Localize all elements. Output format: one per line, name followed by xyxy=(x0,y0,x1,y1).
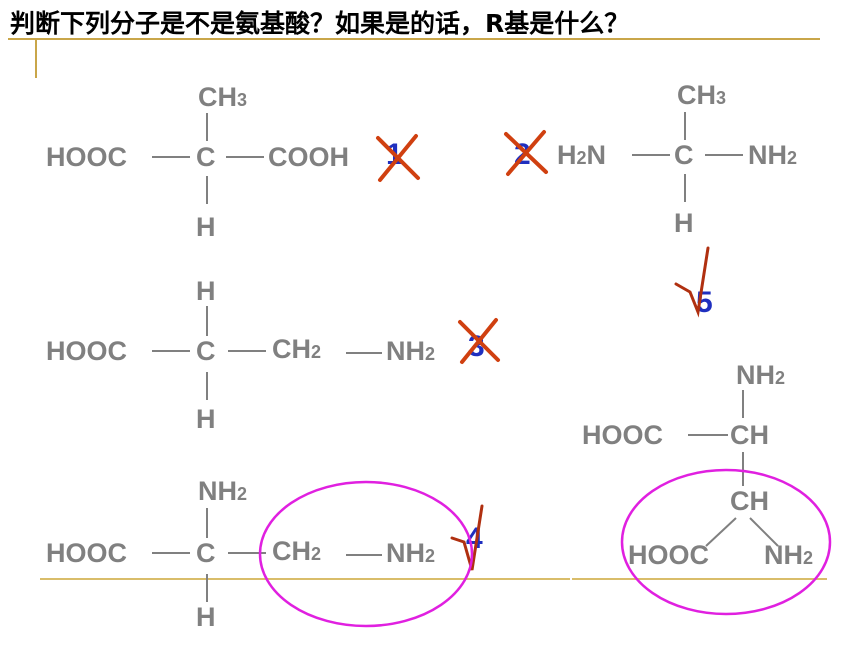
m2-bond-right xyxy=(705,154,743,156)
m3-bond-bottom xyxy=(206,372,208,400)
bottom-rule-right xyxy=(572,578,827,580)
m2-top: CH3 xyxy=(677,80,727,110)
m2-cross-icon xyxy=(504,130,548,176)
m1-bond-left xyxy=(152,156,190,158)
m1-center: C xyxy=(196,142,216,172)
m4-top: NH2 xyxy=(198,476,248,506)
m2-bond-bottom xyxy=(684,174,686,202)
question-title: 判断下列分子是不是氨基酸？如果是的话，R基是什么？ xyxy=(10,9,630,38)
m3-bond-right xyxy=(228,350,266,352)
m4-center: C xyxy=(196,538,216,568)
m4-right2: NH2 xyxy=(386,538,436,568)
m3-bond-left xyxy=(152,350,190,352)
m1-cross-icon xyxy=(376,134,420,182)
m2-bond-left xyxy=(632,154,670,156)
m3-bond-right2 xyxy=(346,352,382,354)
m2-bond-top xyxy=(684,112,686,140)
m3-center: C xyxy=(196,336,216,366)
m1-bottom: H xyxy=(196,212,216,242)
m3-left: HOOC xyxy=(46,336,127,366)
m5-r-group-circle xyxy=(620,468,832,616)
m5-bond-branch-right xyxy=(749,517,779,547)
m3-bottom: H xyxy=(196,404,216,434)
m2-center: C xyxy=(674,140,694,170)
m3-right: CH2 xyxy=(272,334,322,364)
m5-center: CH xyxy=(730,420,769,450)
m4-right: CH2 xyxy=(272,536,322,566)
m1-bond-right xyxy=(226,156,264,158)
m1-right: COOH xyxy=(268,142,349,172)
m1-top: CH3 xyxy=(198,82,248,112)
m4-bottom: H xyxy=(196,602,216,632)
title-tick-line xyxy=(35,40,37,78)
m2-right: NH2 xyxy=(748,140,798,170)
m5-left: HOOC xyxy=(582,420,663,450)
m5-check-icon xyxy=(674,246,710,318)
m5-down: CH xyxy=(730,486,769,516)
m4-bond-right xyxy=(228,552,266,554)
m4-r-group-circle xyxy=(258,480,474,628)
title-underline xyxy=(8,38,820,40)
m3-cross-icon xyxy=(458,318,500,364)
m4-bond-right2 xyxy=(346,554,382,556)
m5-down-right: NH2 xyxy=(764,540,814,570)
m5-bond-down xyxy=(742,452,744,486)
bottom-rule-left xyxy=(40,578,570,580)
m2-bottom: H xyxy=(674,208,694,238)
m3-right2: NH2 xyxy=(386,336,436,366)
m1-left: HOOC xyxy=(46,142,127,172)
m5-down-left: HOOC xyxy=(628,540,709,570)
m5-top: NH2 xyxy=(736,360,786,390)
m4-bond-bottom xyxy=(206,574,208,602)
m5-bond-left xyxy=(688,434,728,436)
m4-left: HOOC xyxy=(46,538,127,568)
m4-check-icon xyxy=(450,504,484,571)
m3-top: H xyxy=(196,276,216,306)
m3-bond-top xyxy=(206,306,208,336)
m5-bond-top xyxy=(742,390,744,418)
m4-bond-top xyxy=(206,508,208,538)
m4-bond-left xyxy=(152,552,190,554)
m2-left: H2N xyxy=(557,140,607,170)
m1-bond-top xyxy=(206,113,208,141)
m1-bond-bottom xyxy=(206,176,208,204)
m5-bond-branch-left xyxy=(705,517,737,547)
